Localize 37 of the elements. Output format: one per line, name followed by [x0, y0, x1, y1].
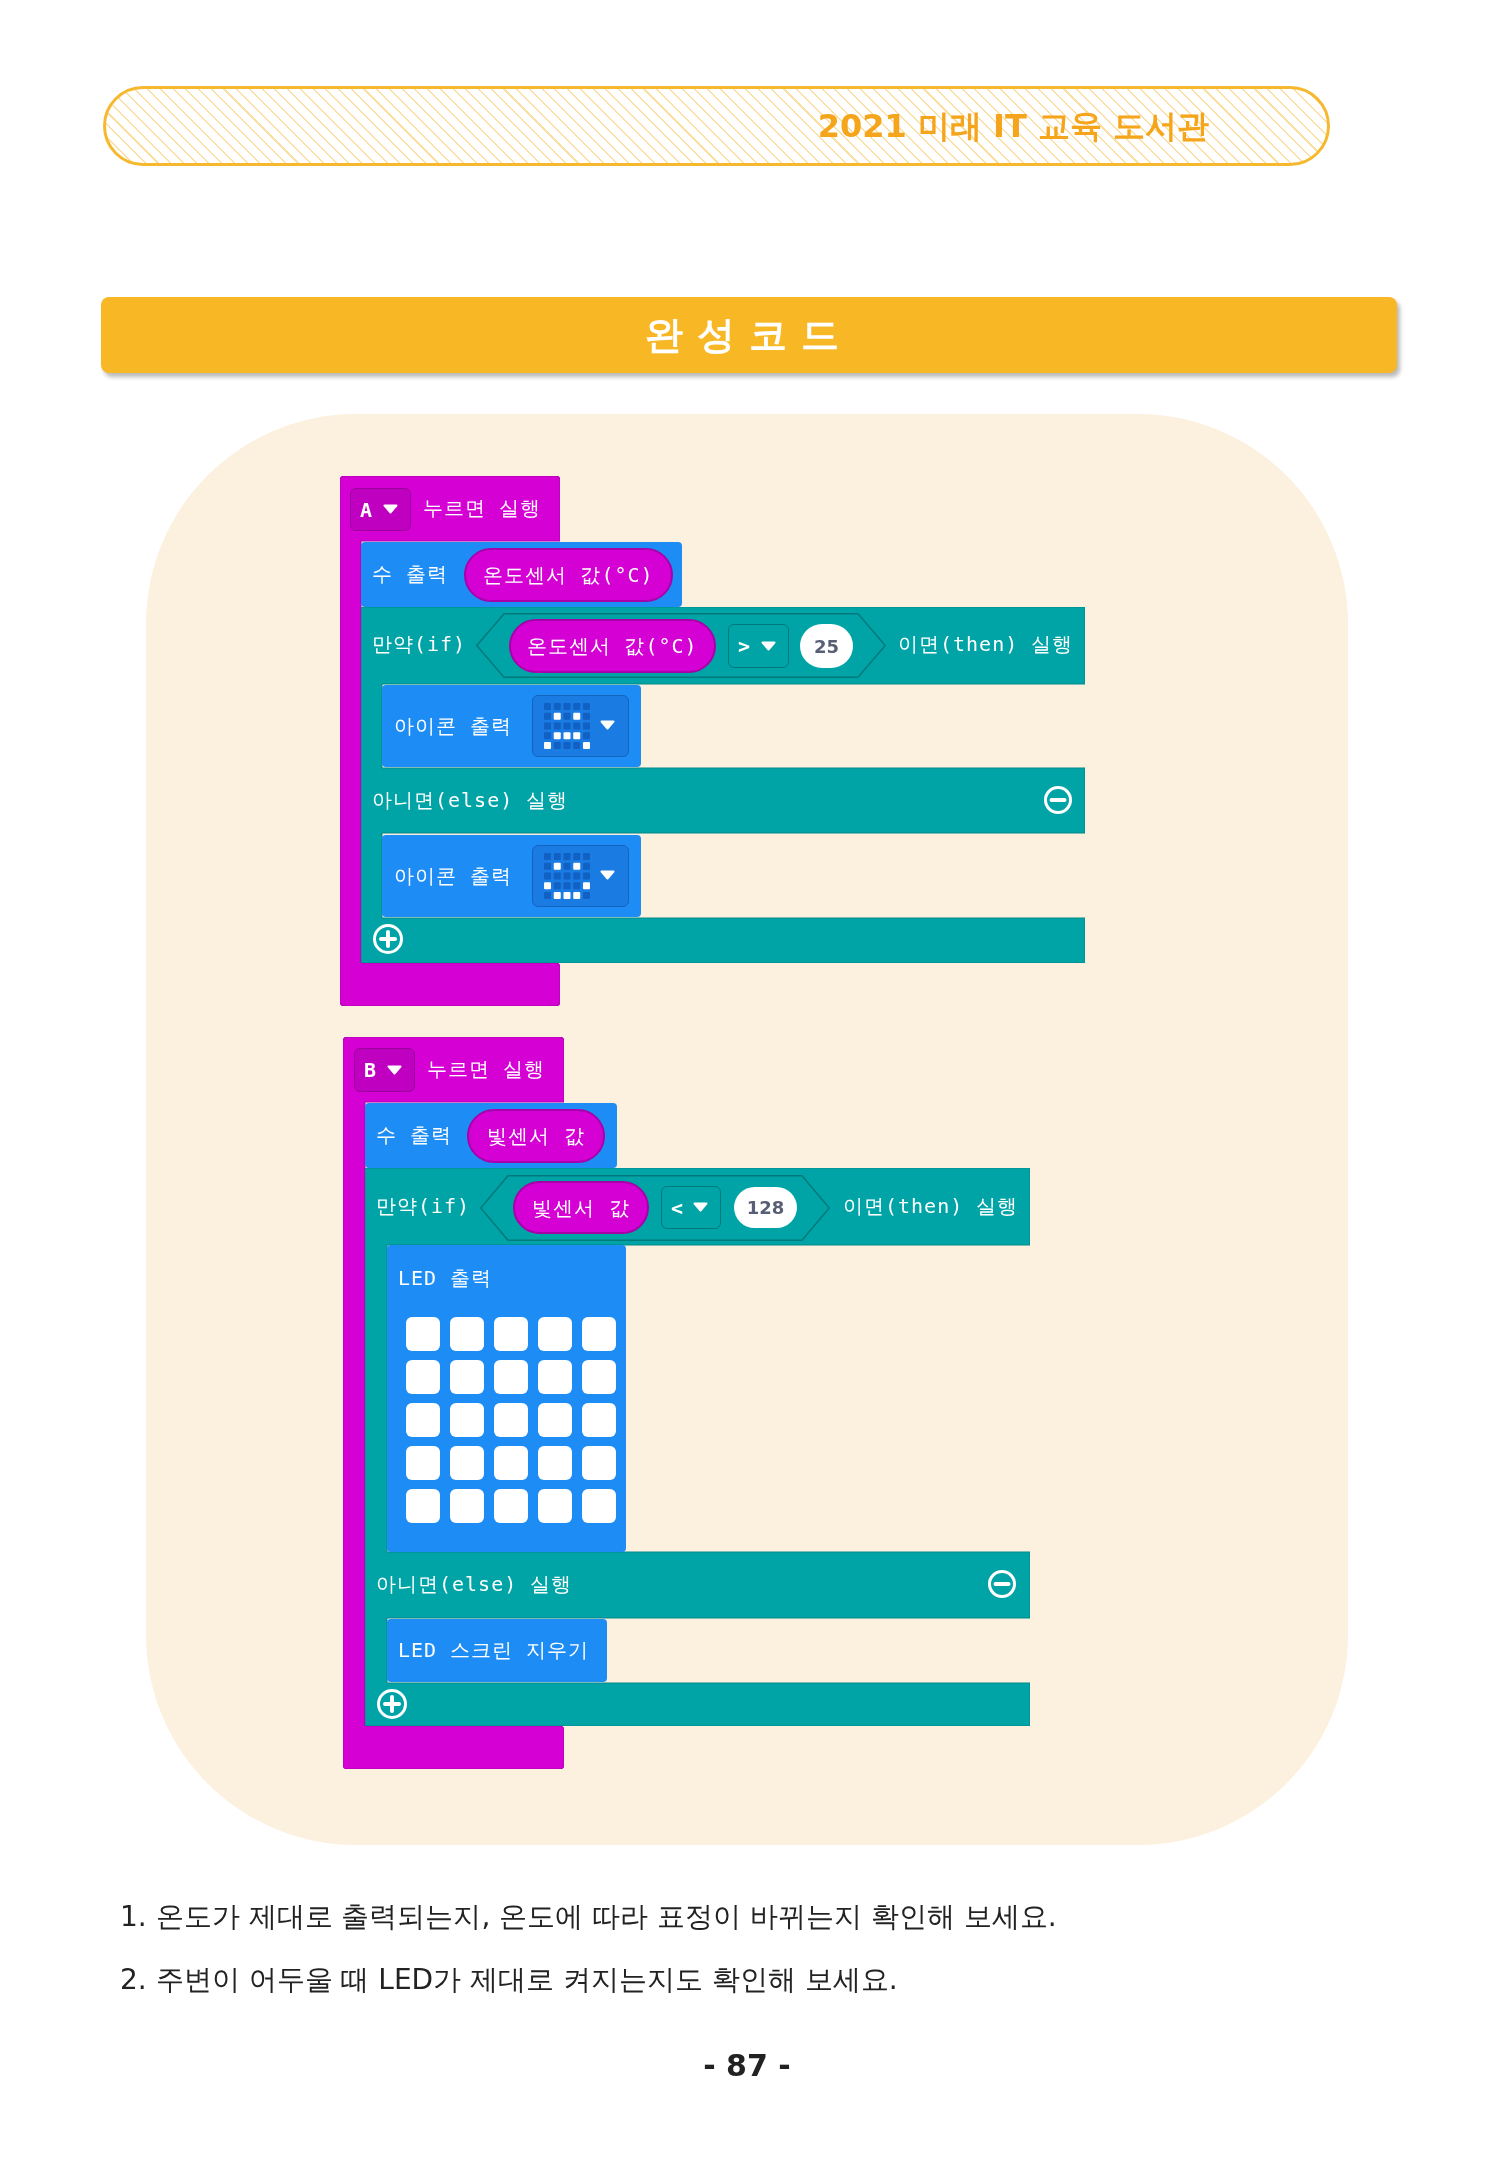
block-label: 만약(if)	[376, 1193, 471, 1219]
if-else-block	[365, 1168, 1030, 1726]
statement-block	[361, 542, 682, 607]
sensor-reporter-block: 온도센서 값(°C)	[509, 619, 716, 673]
statement-block	[365, 1103, 617, 1168]
page-number: - 87 -	[703, 2047, 791, 2085]
operator-dropdown: >	[728, 624, 789, 668]
instruction-text: 1. 온도가 제대로 출력되는지, 온도에 따라 표정이 바뀌는지 확인해 보세요.	[120, 1899, 1057, 1935]
led-output-block	[387, 1245, 626, 1552]
show-icon-block	[382, 835, 641, 917]
block-label: LED 스크린 지우기	[398, 1637, 590, 1663]
if-else-block	[361, 607, 1085, 963]
header-title: 2021 미래 IT 교육 도서관	[817, 106, 1209, 146]
button-dropdown: A	[350, 488, 411, 531]
sensor-reporter-block: 빛센서 값	[513, 1181, 649, 1234]
sensor-reporter-block: 온도센서 값(°C)	[464, 548, 673, 602]
block-label: 아니면(else) 실행	[372, 787, 569, 813]
statement-block	[387, 1619, 607, 1682]
block-label: 이면(then) 실행	[843, 1193, 1019, 1219]
block-label: 이면(then) 실행	[898, 631, 1074, 657]
operator-dropdown: <	[661, 1186, 721, 1229]
show-icon-block	[382, 685, 641, 767]
instruction-text: 2. 주변이 어두울 때 LED가 제대로 켜지는지도 확인해 보세요.	[120, 1962, 898, 1998]
comparison-hexagon	[480, 1175, 830, 1241]
block-label: 아니면(else) 실행	[376, 1571, 573, 1597]
title-banner: 완성코드	[101, 297, 1397, 373]
comparison-hexagon	[476, 613, 886, 678]
block-label: 아이콘 출력	[394, 713, 513, 739]
button-dropdown: B	[354, 1048, 415, 1092]
block-label: 만약(if)	[372, 631, 467, 657]
block-label: 누르면 실행	[427, 1056, 546, 1082]
block-label: 누르면 실행	[423, 495, 542, 521]
block-label: 수 출력	[376, 1122, 453, 1148]
sensor-reporter-block: 빛센서 값	[467, 1109, 605, 1163]
block-label: LED 출력	[398, 1265, 493, 1291]
block-label: 아이콘 출력	[394, 863, 513, 889]
block-label: 수 출력	[372, 561, 449, 587]
